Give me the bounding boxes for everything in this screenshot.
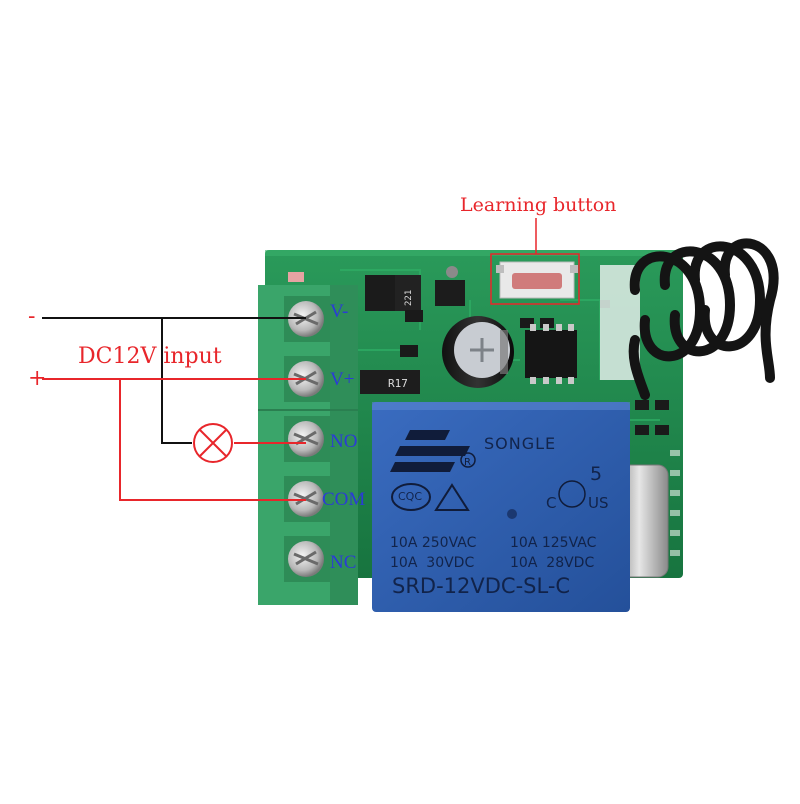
relay-registered: R <box>464 457 471 468</box>
terminal-label-v-minus: V- <box>330 301 349 322</box>
relay-rating-ac-1: 10A 250VAC <box>390 535 477 551</box>
cqc-mark-icon <box>391 483 431 511</box>
screw-no <box>284 416 330 462</box>
board-mark-221: 221 <box>404 290 414 306</box>
terminal-label-v-plus: V+ <box>330 369 355 390</box>
edge-pads <box>670 450 680 556</box>
lamp-icon <box>193 423 233 463</box>
smd-resistor-7 <box>635 425 649 435</box>
smd-regulator <box>435 280 465 306</box>
relay-cqc: CQC <box>398 490 423 503</box>
smd-resistor-9 <box>655 425 669 435</box>
terminal-block-side <box>330 285 358 605</box>
smd-resistor-6 <box>635 400 649 410</box>
ul-mark-icon <box>558 480 586 508</box>
relay-mark-us: US <box>588 494 609 512</box>
screw-nc <box>284 536 330 582</box>
capacitor-stripe <box>500 330 508 374</box>
terminal-label-no: NO <box>330 431 358 452</box>
ic-chip <box>525 330 577 378</box>
smd-led <box>288 272 304 282</box>
learning-button-cap <box>512 273 562 289</box>
relay-model: SRD-12VDC-SL-C <box>392 574 571 598</box>
wire-negative-drop <box>161 318 192 444</box>
relay-rating-number: 5 <box>590 463 603 485</box>
relay-top-edge <box>372 402 630 410</box>
terminal-label-nc: NC <box>330 552 357 573</box>
smd-chip-2 <box>395 275 421 311</box>
relay-vent-hole <box>507 509 517 519</box>
songle-logo-icon <box>390 430 470 472</box>
smd-resistor-3 <box>540 318 554 328</box>
capacitor-vent <box>470 338 494 362</box>
terminal-label-com: COM <box>322 489 366 510</box>
registered-icon <box>460 452 476 468</box>
smd-chip-1 <box>365 275 395 311</box>
learning-button-pad-l <box>496 265 504 273</box>
screw-com <box>284 476 330 522</box>
smd-round <box>446 266 458 278</box>
learning-button-highlight <box>490 253 580 305</box>
relay-rating-dc-1: 10A 30VDC <box>390 555 475 571</box>
wiring-diagram <box>42 218 537 501</box>
smd-resistor-4 <box>400 345 418 357</box>
warning-triangle-icon <box>434 483 470 511</box>
plus-label: + <box>28 366 47 391</box>
learning-button-pad-r <box>570 265 578 273</box>
board-mark-r17: R17 <box>388 377 408 390</box>
minus-label: - <box>28 304 36 329</box>
antenna-coil <box>628 238 779 400</box>
smd-resistor-8 <box>655 400 669 410</box>
relay-rating-dc-2: 10A 28VDC <box>510 555 595 571</box>
relay-rating-ac-2: 10A 125VAC <box>510 535 597 551</box>
ic-pins <box>530 324 574 384</box>
terminal-screws <box>284 296 330 582</box>
relay-brand: SONGLE <box>484 434 557 453</box>
smd-resistor-2 <box>520 318 534 328</box>
smd-bottom-chip <box>360 370 420 394</box>
relay-mark-c: C <box>546 494 557 512</box>
smd-resistor-1 <box>405 310 423 322</box>
dc12v-input-label: DC12V input <box>78 344 222 369</box>
learning-button-label: Learning button <box>460 194 617 216</box>
wire-positive-drop <box>119 379 306 501</box>
pcb-edge-highlight <box>265 250 683 256</box>
